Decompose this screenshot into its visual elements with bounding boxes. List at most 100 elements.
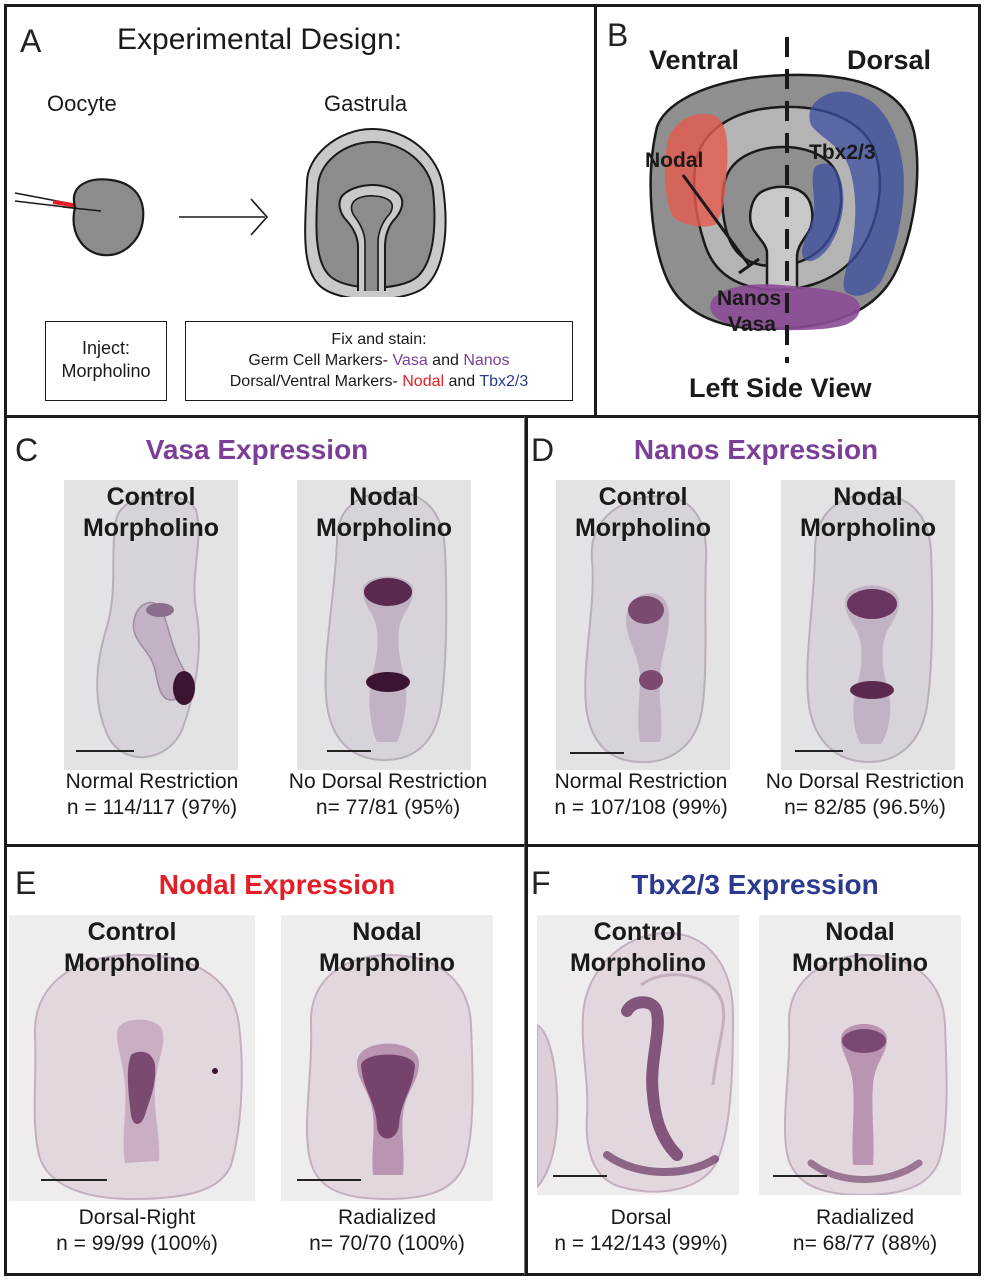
germ-prefix: Germ Cell Markers- [248,352,393,369]
vasa-control-count: n = 114/117 (97%) [66,796,238,819]
tbx-nodal-title: Nodal Morpholino [759,917,961,979]
vasa-control-line2: Morpholino [82,514,220,542]
vasa-nodal-photo: Nodal Morpholino [297,480,471,770]
tbx-control-embryo [537,931,735,1193]
nanos-nodal-caption: No Dorsal Restriction n= 82/85 (96.5%) [750,769,980,821]
nodal-nodal-embryo [306,953,474,1201]
nodal-control-caption: Dorsal-Right n = 99/99 (100%) [17,1205,257,1257]
nanos-control-title: Control Morpholino [556,482,730,544]
vasa-nodal-caption: No Dorsal Restriction n= 77/81 (95%) [263,769,513,821]
vasa-nodal-count: n= 77/81 (95%) [315,796,461,819]
nodal-nodal-line1: Nodal [352,918,422,946]
dorsal-label: Dorsal [847,45,932,75]
panel-f-title: Tbx2/3 Expression [631,869,879,900]
nanos-nodal-result: No Dorsal Restriction [765,770,965,793]
panel-e: E Nodal Expression Control Morpholino No… [4,844,528,1276]
oocyte-label: Oocyte [47,91,117,116]
vasa-nodal-line1: Nodal [349,483,419,511]
nodal-control-line1: Control [87,918,177,946]
nanos-control-result: Normal Restriction [554,770,728,793]
embryo-schematic [649,37,919,363]
vasa-control-result: Normal Restriction [65,770,239,793]
inject-box: Inject: Morpholino [45,321,167,401]
nodal-control-embryo [33,953,243,1201]
vasa-control-title: Control Morpholino [64,482,238,544]
nodal-nodal-count: n= 70/70 (100%) [309,1232,465,1255]
inject-line1: Inject: [81,338,131,358]
vasa-control-caption: Normal Restriction n = 114/117 (97%) [27,769,277,821]
dv-markers-line: Dorsal/Ventral Markers- Nodal and Tbx2/3 [186,371,572,392]
tbx-control-line2: Morpholino [569,949,707,977]
nanos-nodal-title: Nodal Morpholino [781,482,955,544]
nanos-nodal-count: n= 82/85 (96.5%) [784,796,946,819]
dv-prefix: Dorsal/Ventral Markers- [229,373,403,390]
nodal-control-photo: Control Morpholino [9,915,255,1201]
nanos-nodal-embryo [806,492,934,764]
germ-marker-vasa: Vasa [392,352,428,369]
tbx-nodal-result: Radialized [815,1206,915,1229]
nanos-nodal-line2: Morpholino [799,514,937,542]
vasa-control-line1: Control [106,483,196,511]
panel-c: C Vasa Expression Control Morpholino Nod… [4,415,528,847]
nodal-control-count: n = 99/99 (100%) [56,1232,218,1255]
nodal-nodal-title: Nodal Morpholino [281,917,493,979]
nanos-control-photo: Control Morpholino [556,480,730,770]
panel-e-letter: E [15,865,37,901]
tbx-nodal-caption: Radialized n= 68/77 (88%) [750,1205,980,1257]
vasa-control-photo: Control Morpholino [64,480,238,770]
tbx-control-scalebar [553,1175,607,1177]
tbx-control-title: Control Morpholino [537,917,739,979]
tbx-control-result: Dorsal [610,1206,672,1229]
germ-marker-nanos: Nanos [463,352,510,369]
tbx-nodal-line1: Nodal [825,918,895,946]
panel-d-letter: D [531,432,555,468]
panel-b: B Ventral Dorsal Nodal Tbx2/3 Nanos Vasa… [594,4,981,418]
tbx-nodal-count: n= 68/77 (88%) [792,1232,938,1255]
nanos-control-count: n = 107/108 (99%) [554,796,728,819]
vasa-nodal-embryo [324,490,448,762]
left-side-view-label: Left Side View [689,373,872,403]
vasa-nodal-title: Nodal Morpholino [297,482,471,544]
tbx-nodal-line2: Morpholino [791,949,929,977]
germ-and: and [427,352,464,369]
ventral-label: Ventral [649,45,740,75]
nodal-control-result: Dorsal-Right [78,1206,196,1229]
tbx-nodal-photo: Nodal Morpholino [759,915,961,1195]
vasa-nodal-line2: Morpholino [315,514,453,542]
panel-a: A Experimental Design: Oocyte Gastrula I… [4,4,597,418]
panel-b-letter: B [607,17,629,53]
nodal-control-scalebar [41,1179,107,1181]
nodal-control-line2: Morpholino [63,949,201,977]
nanos-control-embryo [584,494,708,764]
vasa-control-embryo [96,494,200,759]
vasa-nodal-scalebar [327,750,371,752]
nodal-nodal-line2: Morpholino [318,949,456,977]
nodal-nodal-caption: Radialized n= 70/70 (100%) [267,1205,507,1257]
dv-marker-nodal: Nodal [402,373,445,390]
fix-stain-title: Fix and stain: [331,331,427,348]
tbx-control-line1: Control [593,918,683,946]
nodal-nodal-result: Radialized [337,1206,437,1229]
nodal-label: Nodal [645,149,704,172]
panel-c-title: Vasa Expression [145,434,369,465]
panel-d: D Nanos Expression Control Morpholino No… [524,415,981,847]
tbx-control-caption: Dorsal n = 142/143 (99%) [525,1205,757,1257]
panel-f: F Tbx2/3 Expression Control Morpholino N… [524,844,981,1276]
panel-c-letter: C [15,432,39,468]
panel-a-title: Experimental Design: [117,23,403,56]
tbx-control-photo: Control Morpholino [537,915,739,1195]
nodal-nodal-photo: Nodal Morpholino [281,915,493,1201]
panel-a-letter: A [20,23,42,59]
germ-cell-markers-line: Germ Cell Markers- Vasa and Nanos [186,350,572,371]
panel-d-title: Nanos Expression [633,434,879,465]
tbx-label: Tbx2/3 [809,141,876,164]
inject-line2: Morpholino [61,361,151,381]
dv-marker-tbx: Tbx2/3 [479,373,529,390]
dv-and: and [444,373,480,390]
nodal-control-title: Control Morpholino [9,917,255,979]
tbx-control-count: n = 142/143 (99%) [554,1232,728,1255]
tbx-nodal-embryo [784,953,948,1195]
nanos-nodal-photo: Nodal Morpholino [781,480,955,770]
vasa-control-scalebar [76,750,134,752]
panel-e-title: Nodal Expression [158,869,396,900]
